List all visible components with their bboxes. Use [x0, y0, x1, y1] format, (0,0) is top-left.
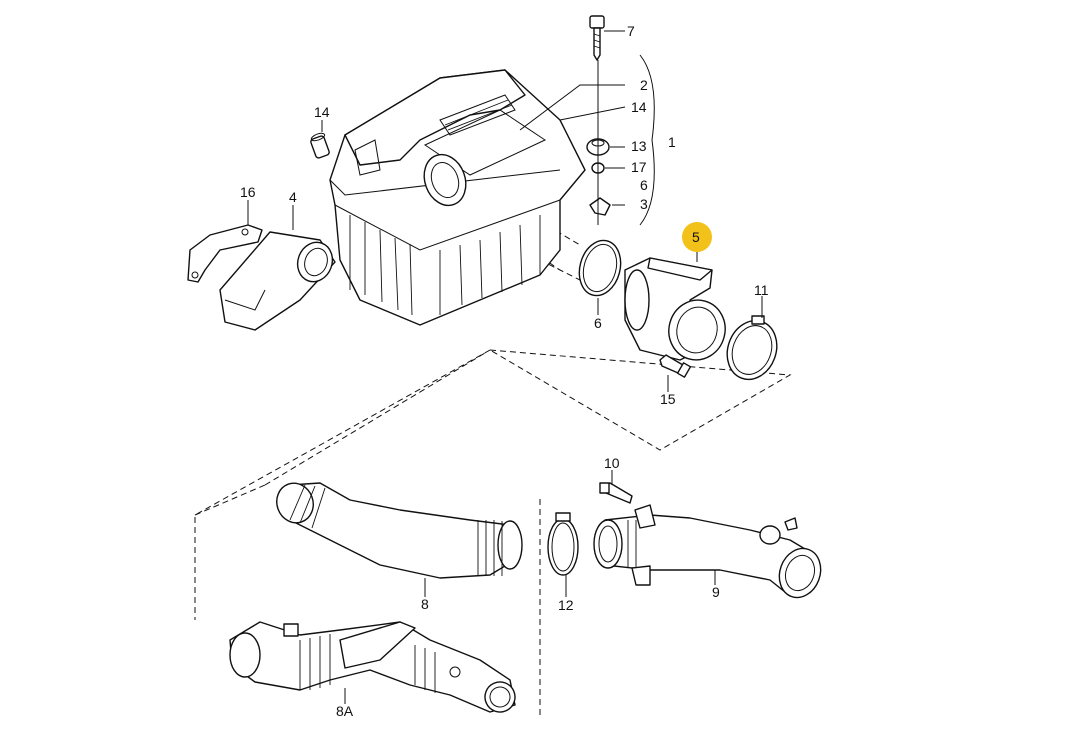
highlight-marker — [682, 222, 712, 252]
screw-part-15 — [659, 354, 692, 378]
clip-part-3 — [589, 197, 611, 216]
callout-11[interactable]: 11 — [754, 282, 769, 298]
callout-1[interactable]: 1 — [668, 134, 676, 150]
intake-duct-part-4 — [219, 231, 336, 331]
callout-10[interactable]: 10 — [604, 455, 620, 471]
callout-6-lower[interactable]: 6 — [594, 315, 602, 331]
callout-2[interactable]: 2 — [640, 77, 648, 93]
callout-8[interactable]: 8 — [421, 596, 429, 612]
callout-3[interactable]: 3 — [640, 196, 648, 212]
callout-13[interactable]: 13 — [631, 138, 647, 154]
intake-hose-part-8 — [276, 482, 523, 579]
hose-clamp-part-12 — [547, 512, 579, 576]
callout-15[interactable]: 15 — [660, 391, 676, 407]
gasket-part-6 — [578, 239, 622, 297]
air-filter-housing — [329, 69, 586, 326]
callout-17[interactable]: 17 — [631, 159, 647, 175]
bushing-part-14 — [310, 132, 330, 159]
callout-16[interactable]: 16 — [240, 184, 256, 200]
callout-8a[interactable]: 8A — [336, 703, 354, 719]
callout-12[interactable]: 12 — [558, 597, 574, 613]
callout-labels: 7 2 14 13 17 6 3 1 14 16 4 5 6 11 15 10 … — [240, 23, 769, 719]
callout-9[interactable]: 9 — [712, 584, 720, 600]
bracket-part-16 — [187, 224, 263, 283]
screw-part-10 — [599, 482, 633, 504]
bolt-part-7 — [589, 15, 605, 61]
callout-4[interactable]: 4 — [289, 189, 297, 205]
callout-5[interactable]: 5 — [692, 229, 700, 245]
leader-lines — [247, 30, 763, 704]
callout-14-right[interactable]: 14 — [631, 99, 647, 115]
callout-14-left[interactable]: 14 — [314, 104, 330, 120]
callout-7[interactable]: 7 — [627, 23, 635, 39]
callout-6-right[interactable]: 6 — [640, 177, 648, 193]
hose-clamp-part-11 — [726, 315, 778, 381]
intake-hose-part-8a — [229, 621, 516, 713]
intake-pipe-part-9 — [593, 504, 822, 599]
air-mass-meter-part-5 — [624, 257, 726, 361]
